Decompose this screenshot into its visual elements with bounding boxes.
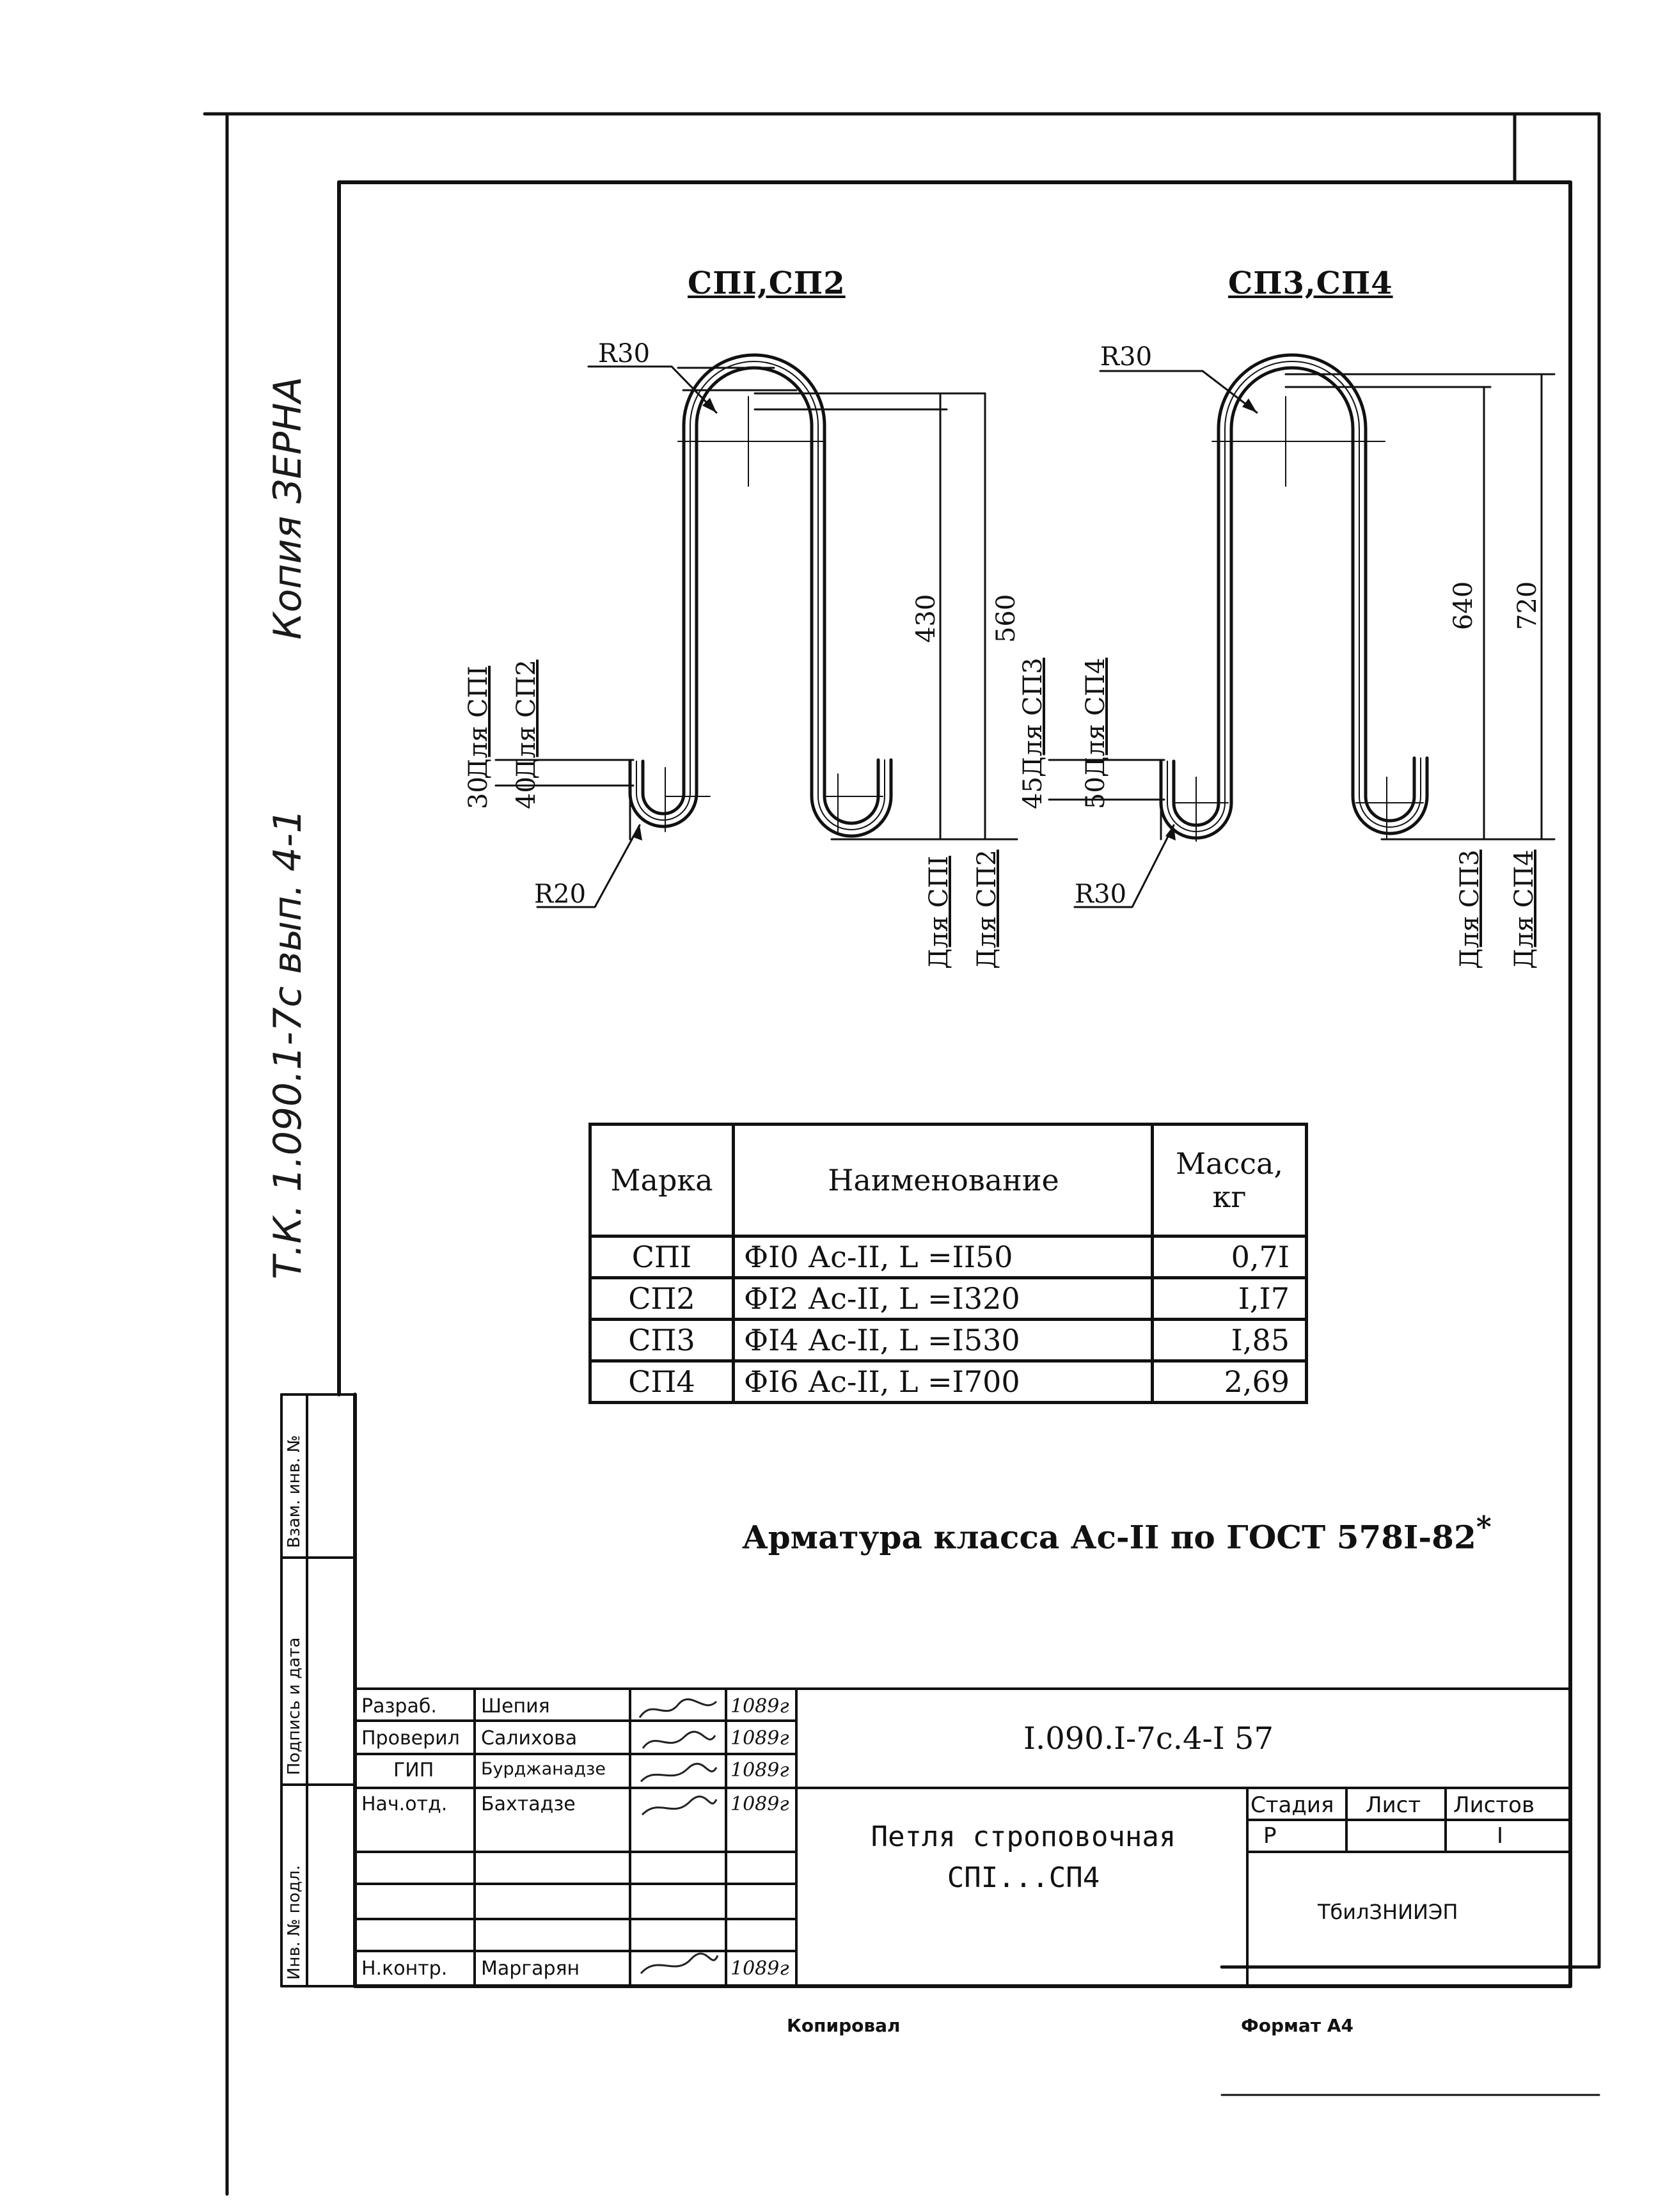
role-label: Нач.отд. xyxy=(361,1793,448,1815)
column-header-mark: Марка xyxy=(588,1123,735,1238)
cell-name: ФI6 Ас-II, L =I700 xyxy=(732,1359,1154,1404)
sheet-label: Лист xyxy=(1366,1792,1421,1818)
date-label: 1089г xyxy=(730,1727,789,1750)
copy-note: Копия ЗЕРНА xyxy=(265,376,310,640)
note-mark: * xyxy=(1476,1510,1492,1544)
cell-mark: СПI xyxy=(588,1235,735,1279)
radius-label: R30 xyxy=(598,339,651,368)
dimension-note: Для СП2 xyxy=(972,849,1002,969)
dimension-note: Для СП3 xyxy=(1455,849,1485,969)
loop-right xyxy=(1159,353,1429,840)
leaders-left xyxy=(536,365,718,908)
view-title-left: СПI,СП2 xyxy=(688,265,846,301)
stamp-inv-replace: Взам. инв. № xyxy=(285,1435,304,1548)
signature-scribbles xyxy=(638,1698,719,1975)
sheets-label: Листов xyxy=(1453,1792,1535,1818)
leader-arrows-left xyxy=(632,398,716,841)
copied-by-label: Копировал xyxy=(787,2015,901,2036)
table-row: СП4 ФI6 Ас-II, L =I700 2,69 xyxy=(588,1359,1308,1404)
inner-frame xyxy=(337,180,1572,1988)
role-label: Н.контр. xyxy=(361,1957,448,1980)
role-label: Проверил xyxy=(361,1727,460,1750)
dimension-note: Для СПI xyxy=(924,855,954,969)
role-label: ГИП xyxy=(393,1759,434,1781)
dimension-label: 720 xyxy=(1513,581,1542,630)
cell-mass: 0,7I xyxy=(1151,1235,1308,1279)
cell-mass: I,I7 xyxy=(1151,1276,1308,1321)
dimension-label: 640 xyxy=(1449,581,1478,630)
date-label: 1089г xyxy=(730,1957,789,1980)
dimension-label: 50 xyxy=(1081,777,1110,809)
reinforcement-note: Арматура класса Ас-II по ГОСТ 578I-82* xyxy=(742,1510,1492,1556)
stamp-inv-orig: Инв. № подл. xyxy=(285,1865,304,1980)
date-label: 1089г xyxy=(730,1695,789,1718)
dimension-label: 430 xyxy=(911,594,941,643)
name-label: Бахтадзе xyxy=(481,1793,576,1815)
drawing-title-line1: Петля строповочная xyxy=(871,1821,1176,1853)
loop-left-centerlines xyxy=(665,396,883,832)
column-header-name: Наименование xyxy=(732,1123,1154,1238)
stage-label: Стадия xyxy=(1251,1792,1334,1818)
table-row: СП2 ФI2 Ас-II, L =I320 I,I7 xyxy=(588,1276,1308,1321)
side-stamp-lines xyxy=(280,1393,356,1987)
spec-table-header: Марка Наименование Масса, кг xyxy=(588,1123,1308,1238)
radius-label: R20 xyxy=(534,880,587,909)
name-label: Маргарян xyxy=(481,1957,580,1980)
loop-right-centerlines xyxy=(1173,396,1424,842)
dimension-note: Для СП3 xyxy=(1018,658,1048,777)
role-label: Разраб. xyxy=(361,1695,437,1718)
dimension-note: Для СП4 xyxy=(1510,849,1539,969)
dimension-note: Для СП4 xyxy=(1081,658,1110,777)
leaders-right xyxy=(1073,370,1258,908)
organization-name: ТбилЗНИИЭП xyxy=(1318,1900,1458,1924)
loop-left-dimensions xyxy=(494,367,1018,841)
loop-right-dimensions xyxy=(1048,373,1556,841)
dimension-label: 45 xyxy=(1018,777,1048,809)
name-label: Салихова xyxy=(481,1727,578,1750)
table-row: СП3 ФI4 Ас-II, L =I530 I,85 xyxy=(588,1318,1308,1363)
radius-label: R30 xyxy=(1075,880,1127,909)
dimension-note: Для СПI xyxy=(464,665,493,779)
title-block-lines xyxy=(354,1687,1572,1987)
date-label: 1089г xyxy=(730,1759,789,1781)
cell-mark: СП3 xyxy=(588,1318,735,1363)
stamp-sign-date: Подпись и дата xyxy=(285,1637,304,1775)
column-header-mass: Масса, кг xyxy=(1151,1123,1308,1238)
name-label: Бурджанадзе xyxy=(481,1759,606,1779)
cell-name: ФI2 Ас-II, L =I320 xyxy=(732,1276,1154,1321)
cell-mark: СП2 xyxy=(588,1276,735,1321)
drawing-title-line2: СПI...СП4 xyxy=(947,1861,1100,1894)
cell-mark: СП4 xyxy=(588,1359,735,1404)
cell-name: ФI0 Ас-II, L =II50 xyxy=(732,1235,1154,1279)
radius-label: R30 xyxy=(1100,342,1153,372)
format-label: Формат А4 xyxy=(1241,2015,1353,2036)
leader-arrows-right xyxy=(1165,399,1257,841)
view-title-right: СП3,СП4 xyxy=(1228,265,1393,301)
stage-value: Р xyxy=(1263,1823,1277,1849)
note-text: Арматура класса Ас-II по ГОСТ 578I-82 xyxy=(742,1518,1476,1556)
document-number: I.090.I-7с.4-I 57 xyxy=(1023,1721,1274,1757)
sheets-value: I xyxy=(1497,1823,1504,1849)
dimension-label: 560 xyxy=(991,594,1021,643)
dimension-label: 40 xyxy=(512,777,541,809)
cell-mass: I,85 xyxy=(1151,1318,1308,1363)
cell-name: ФI4 Ас-II, L =I530 xyxy=(732,1318,1154,1363)
table-row: СПI ФI0 Ас-II, L =II50 0,7I xyxy=(588,1235,1308,1279)
date-label: 1089г xyxy=(730,1793,789,1815)
name-label: Шепия xyxy=(481,1695,550,1718)
dimension-note: Для СП2 xyxy=(512,660,541,779)
cell-mass: 2,69 xyxy=(1151,1359,1308,1404)
spec-table: Марка Наименование Масса, кг СПI ФI0 Ас-… xyxy=(588,1123,1308,1404)
loop-left xyxy=(628,353,893,838)
outer-frame xyxy=(203,112,1601,2196)
dimension-label: 30 xyxy=(464,777,493,809)
series-note: Т.К. 1.090.1-7с вып. 4-1 xyxy=(265,809,310,1279)
